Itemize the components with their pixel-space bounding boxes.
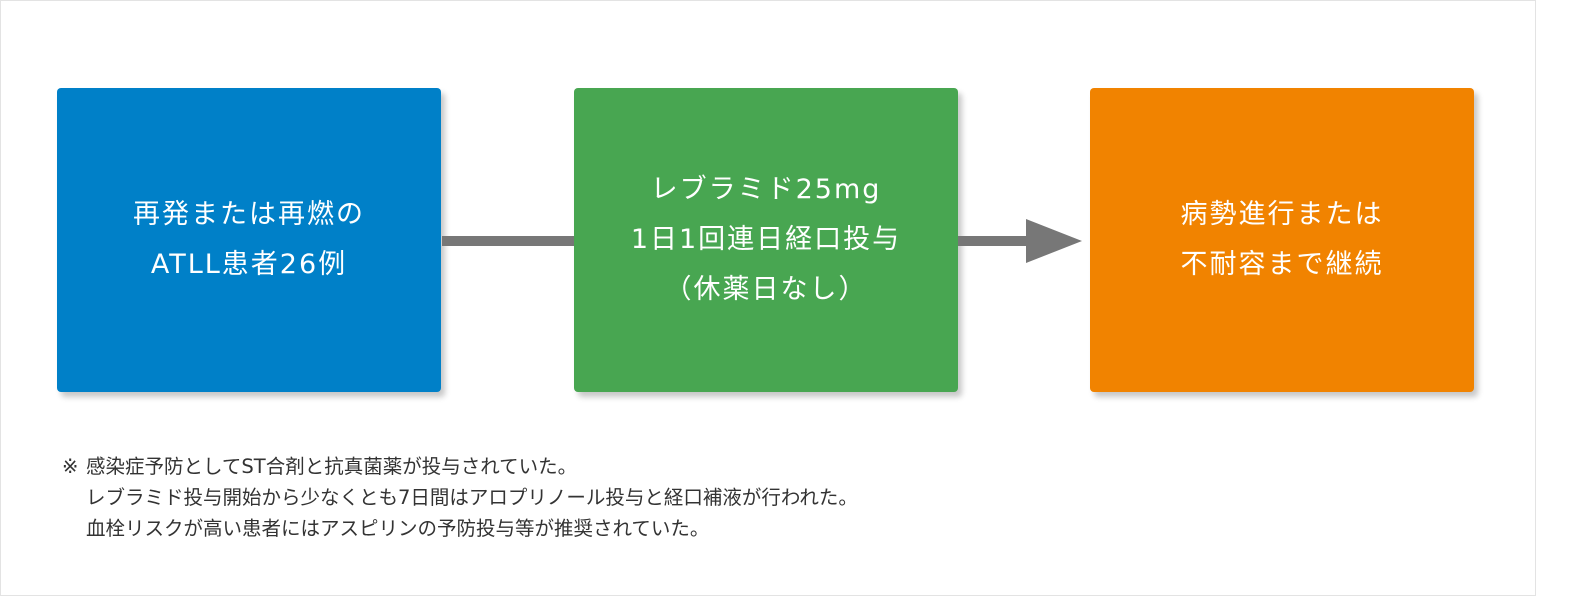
- footnote-text-1: 感染症予防としてST合剤と抗真菌薬が投与されていた。: [86, 455, 578, 478]
- arrow-right-icon: [958, 219, 1082, 263]
- treatment-box-line-1: レブラミド25mg: [650, 174, 882, 205]
- footnote-row-3: 血栓リスクが高い患者にはアスピリンの予防投与等が推奨されていた。: [62, 513, 858, 544]
- arrow-head: [1026, 219, 1082, 263]
- footnote-row-1: ※ 感染症予防としてST合剤と抗真菌薬が投与されていた。: [62, 451, 858, 482]
- continuation-box-line-2: 不耐容まで継続: [1180, 249, 1384, 280]
- footnote-row-2: レブラミド投与開始から少なくとも7日間はアロプリノール投与と経口補液が行われた。: [62, 482, 858, 513]
- footnote-text-2: レブラミド投与開始から少なくとも7日間はアロプリノール投与と経口補液が行われた。: [86, 486, 858, 509]
- treatment-box-line-2: 1日1回連日経口投与: [630, 224, 902, 255]
- patients-box: 再発または再燃の ATLL患者26例: [57, 88, 441, 392]
- connector-line: [442, 236, 574, 246]
- footnote-text-3: 血栓リスクが高い患者にはアスピリンの予防投与等が推奨されていた。: [86, 517, 710, 540]
- connector-bar: [442, 236, 574, 246]
- arrow-shaft: [958, 236, 1028, 246]
- footnotes: ※ 感染症予防としてST合剤と抗真菌薬が投与されていた。 レブラミド投与開始から…: [62, 451, 858, 544]
- treatment-box: レブラミド25mg 1日1回連日経口投与 （休薬日なし）: [574, 88, 958, 392]
- note-indent: [62, 482, 86, 513]
- note-indent: [62, 513, 86, 544]
- patients-box-line-1: 再発または再燃の: [133, 199, 365, 230]
- continuation-box: 病勢進行または 不耐容まで継続: [1090, 88, 1474, 392]
- patients-box-line-2: ATLL患者26例: [150, 249, 348, 280]
- note-mark: ※: [62, 455, 79, 478]
- treatment-box-line-3: （休薬日なし）: [664, 274, 868, 305]
- continuation-box-line-1: 病勢進行または: [1180, 199, 1384, 230]
